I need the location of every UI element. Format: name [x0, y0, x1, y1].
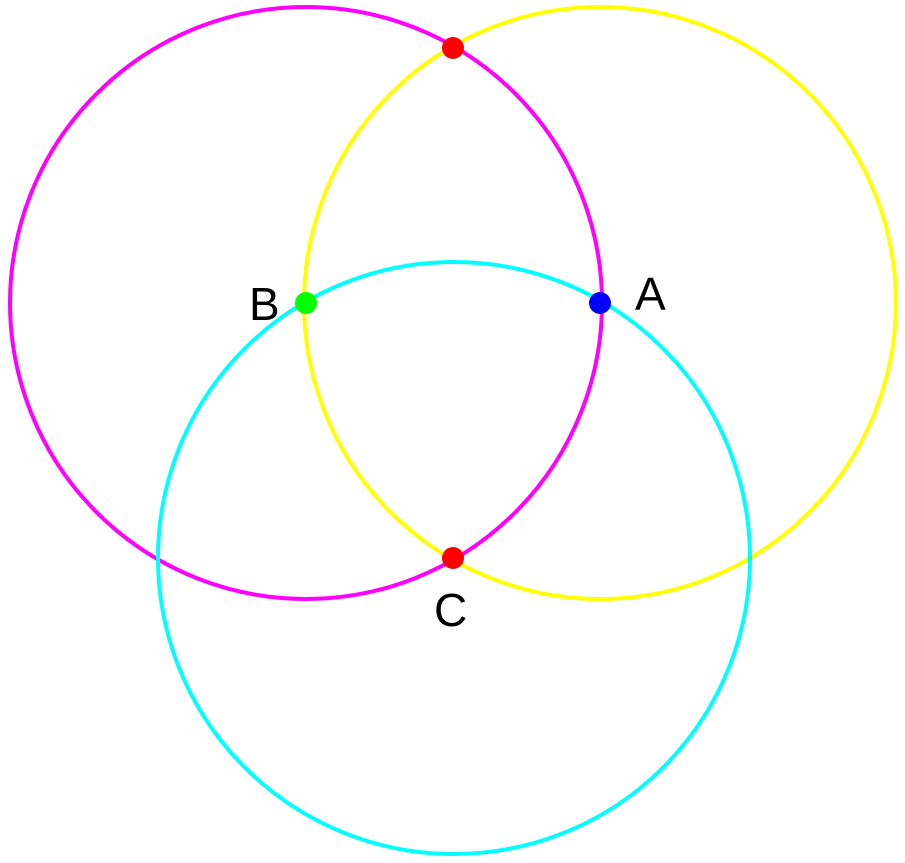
label-b: B	[249, 278, 280, 330]
point-a	[589, 292, 611, 314]
label-a: A	[635, 268, 666, 320]
point-c	[442, 547, 464, 569]
point-top	[442, 37, 464, 59]
point-b	[295, 292, 317, 314]
circle-cyan	[156, 260, 752, 856]
label-c: C	[434, 584, 467, 636]
